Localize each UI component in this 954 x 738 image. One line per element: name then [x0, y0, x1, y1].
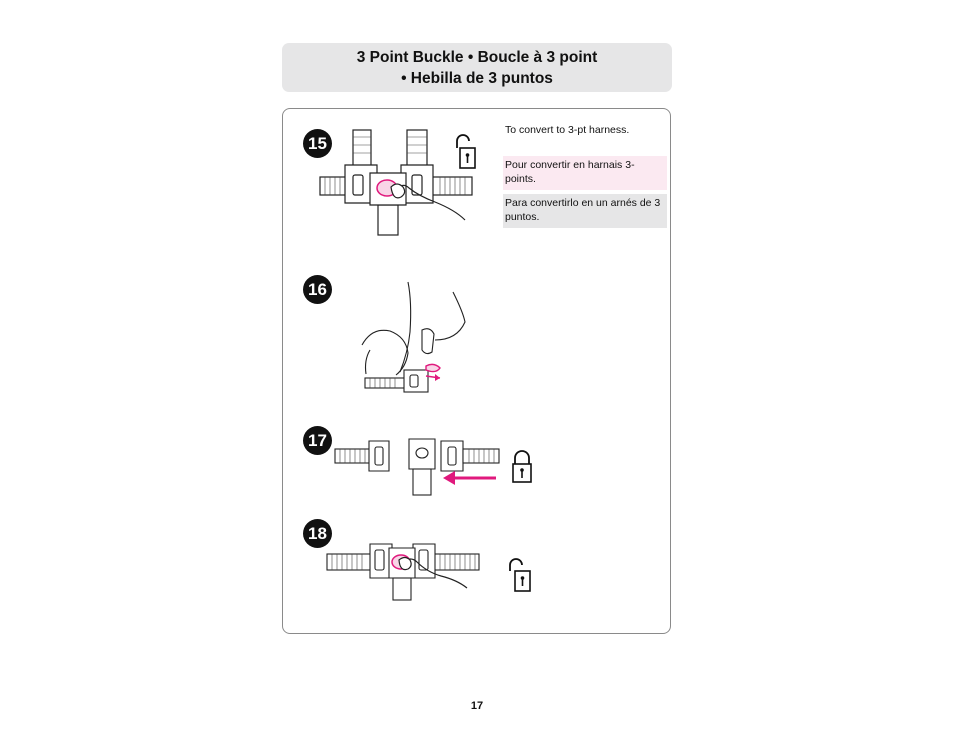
- unlocked-padlock-icon: [456, 134, 476, 169]
- page-title-banner: 3 Point Buckle • Boucle à 3 point • Hebi…: [282, 43, 672, 92]
- step-15-illustration: [319, 129, 473, 236]
- unlocked-padlock-icon-2: [509, 558, 531, 592]
- step-18-illustration: [326, 543, 480, 601]
- instruction-english: To convert to 3-pt harness.: [505, 124, 630, 136]
- step-16-illustration: [361, 281, 466, 393]
- instruction-french: Pour convertir en harnais 3-points.: [503, 156, 667, 190]
- step-badge-16: 16: [303, 275, 332, 304]
- step-badge-18: 18: [303, 519, 332, 548]
- instruction-spanish: Para convertirlo en un arnés de 3 puntos…: [503, 194, 667, 228]
- page-title-line-1: 3 Point Buckle • Boucle à 3 point: [356, 48, 598, 66]
- arrow-left-icon: [443, 471, 455, 485]
- locked-padlock-icon: [512, 450, 532, 483]
- page-title-line-2: • Hebilla de 3 puntos: [401, 69, 553, 87]
- page-number: 17: [470, 700, 484, 712]
- step-17-illustration: [334, 438, 500, 496]
- instruction-panel: [282, 108, 671, 634]
- step-badge-15: 15: [303, 129, 332, 158]
- hand-outline: [394, 184, 466, 221]
- step-badge-17: 17: [303, 426, 332, 455]
- arrow-right-icon: [435, 374, 440, 381]
